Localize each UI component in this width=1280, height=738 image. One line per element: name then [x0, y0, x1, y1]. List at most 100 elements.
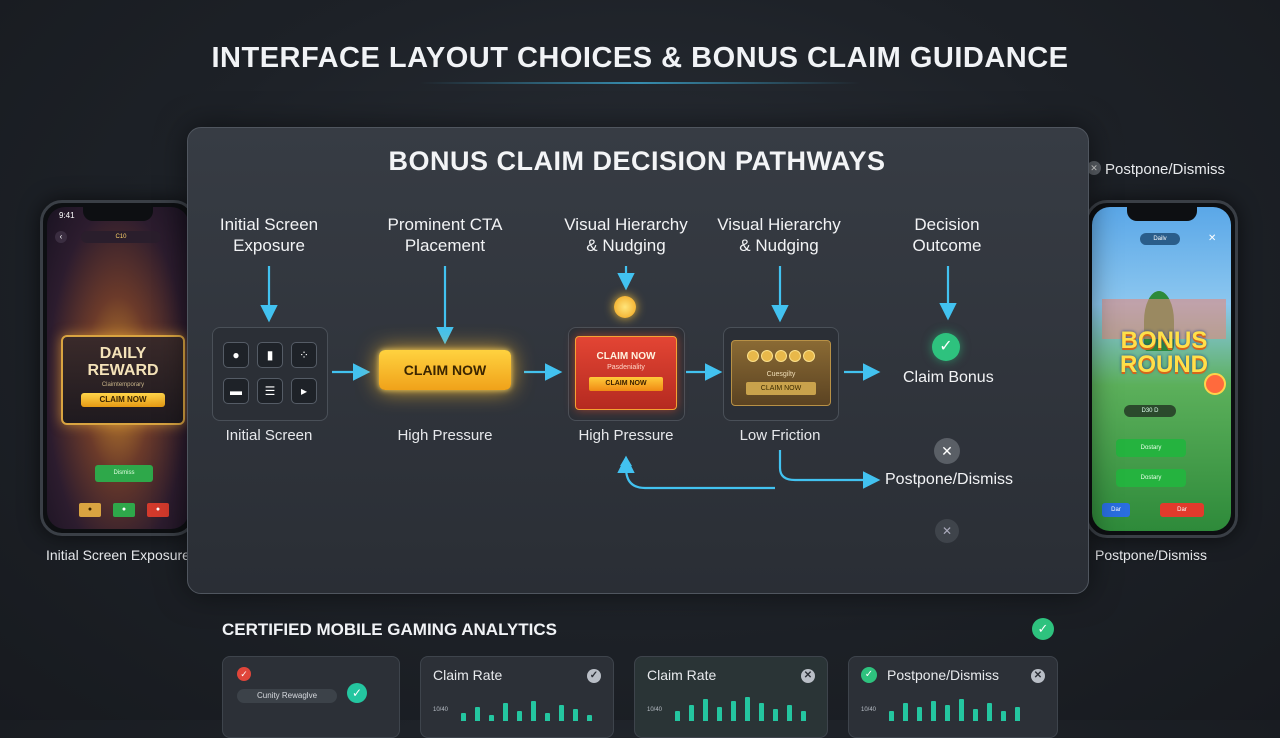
spark-bar — [987, 703, 992, 721]
caption-high-pressure-2: High Pressure — [578, 427, 674, 444]
spark-bar — [689, 705, 694, 721]
card-title: Claim Rate — [647, 667, 717, 683]
teal-check-icon: ✓ — [347, 683, 367, 703]
caption-low-friction: Low Friction — [739, 427, 821, 444]
flow-arrows — [260, 266, 957, 490]
currency-pill: C10 — [81, 231, 161, 243]
y-axis-label: 10/40 — [647, 707, 663, 713]
check-icon: ✓ — [932, 333, 960, 361]
apps-icon: ⁘ — [291, 342, 317, 368]
option-button-1[interactable]: Dostary — [1116, 439, 1186, 457]
caption-initial-screen: Initial Screen — [225, 427, 313, 444]
column-header-5: Decision Outcome — [862, 214, 1032, 256]
green-mini-icon[interactable]: ● — [113, 503, 135, 517]
spark-bar — [903, 703, 908, 721]
spark-bar — [1015, 707, 1020, 721]
faded-x-icon: ✕ — [935, 519, 959, 543]
spark-bar — [959, 699, 964, 721]
spark-bar — [745, 697, 750, 721]
user-icon: ● — [223, 342, 249, 368]
message-icon: ▬ — [223, 378, 249, 404]
spark-bar — [1001, 711, 1006, 721]
header-line: Placement — [404, 236, 486, 255]
analytics-card-1: ✓ Cunity Rewaglve ✓ — [222, 656, 400, 738]
close-icon[interactable]: ✕ — [1031, 669, 1045, 683]
spark-bar — [759, 703, 764, 721]
back-icon[interactable]: ‹ — [55, 231, 67, 243]
column-header-4: Visual Hierarchy & Nudging — [694, 214, 864, 256]
header-line: & Nudging — [739, 236, 819, 255]
spark-bar — [787, 705, 792, 721]
analytics-card-postpone: ✓ Postpone/Dismiss ✕ 10/40 — [848, 656, 1058, 738]
spark-bar — [889, 711, 894, 721]
left-phone-caption: Initial Screen Exposure — [46, 547, 190, 563]
red-check-icon: ✓ — [237, 667, 251, 681]
spark-bar — [801, 711, 806, 721]
play-icon: ▸ — [291, 378, 317, 404]
spark-bar — [973, 709, 978, 721]
close-icon[interactable]: ✕ — [1208, 233, 1217, 244]
spark-bar — [945, 705, 950, 721]
card-title: Postpone/Dismiss — [887, 667, 1000, 683]
postpone-arrow — [778, 450, 881, 489]
heart-icon — [1204, 373, 1226, 395]
spark-bar — [731, 701, 736, 721]
daily-reward-card: DAILY REWARD Claimtemporary CLAIM NOW — [61, 335, 185, 425]
reward-title-line2: REWARD — [87, 362, 159, 379]
menu-icon: ☰ — [257, 378, 283, 404]
dismiss-x-icon: ✕ — [934, 438, 960, 464]
right-top-label: Postpone/Dismiss — [1105, 161, 1226, 178]
left-phone-mockup: 9:41 ‹ C10 DAILY REWARD Claimtemporary C… — [40, 200, 196, 536]
bonus-line2: ROUND — [1120, 351, 1208, 378]
red-offer: CLAIM NOW Pasdeniality CLAIM NOW — [575, 336, 677, 410]
column-header-1: Initial Screen Exposure — [184, 214, 354, 256]
sparkline-bars — [889, 697, 1039, 721]
claim-now-cta[interactable]: CLAIM NOW — [379, 350, 511, 390]
header-line: Visual Hierarchy — [564, 215, 688, 234]
red-claim-button[interactable]: CLAIM NOW — [589, 377, 663, 391]
red-mini-icon[interactable]: ● — [147, 503, 169, 517]
y-axis-label: 10/40 — [433, 707, 449, 713]
option-button-2[interactable]: Dostary — [1116, 469, 1186, 487]
initial-screen-icon-grid: ● ▮ ⁘ ▬ ☰ ▸ — [212, 327, 328, 421]
sparkline-bars — [675, 697, 815, 721]
dismiss-button[interactable]: Dismiss — [95, 465, 153, 482]
red-offer-title: CLAIM NOW — [596, 351, 656, 362]
claim-now-button[interactable]: CLAIM NOW — [81, 393, 165, 407]
caption-high-pressure: High Pressure — [397, 427, 493, 444]
gold-offer-sub: Cuesgilty — [766, 371, 796, 378]
red-button[interactable]: Dar — [1160, 503, 1204, 517]
analytics-card-claim-rate: Claim Rate ✓ 10/40 — [420, 656, 614, 738]
low-friction-card: Cuesgilty CLAIM NOW — [723, 327, 839, 421]
header-line: Prominent CTA — [387, 215, 503, 234]
phone-notch — [1126, 207, 1197, 221]
y-axis-label: 10/40 — [861, 707, 877, 713]
gold-claim-button[interactable]: CLAIM NOW — [746, 382, 816, 395]
right-phone-mockup: Dailv ✕ BONUS ROUND D30 D Dostary Dostar… — [1085, 200, 1238, 538]
certified-check-icon: ✓ — [1032, 618, 1054, 640]
reward-pill: Cunity Rewaglve — [237, 689, 337, 703]
left-phone-screen: 9:41 ‹ C10 DAILY REWARD Claimtemporary C… — [47, 207, 189, 529]
spark-bar — [461, 713, 466, 721]
spark-bar — [931, 701, 936, 721]
reward-subtitle: Claimtemporary — [101, 382, 145, 388]
panel-title: BONUS CLAIM DECISION PATHWAYS — [388, 146, 886, 176]
card-icon: ▮ — [257, 342, 283, 368]
analytics-card-claim-rate-2: Claim Rate ✕ 10/40 — [634, 656, 828, 738]
coin-row — [732, 349, 830, 367]
column-header-3: Visual Hierarchy & Nudging — [541, 214, 711, 256]
spark-bar — [587, 715, 592, 721]
header-line: Initial Screen — [219, 215, 319, 234]
card-title: Claim Rate — [433, 667, 503, 683]
spark-bar — [675, 711, 680, 721]
header-line: Exposure — [233, 236, 305, 255]
status-time: 9:41 — [59, 211, 75, 220]
blue-button[interactable]: Dar — [1102, 503, 1130, 517]
spark-bar — [531, 701, 536, 721]
gold-mini-icon[interactable]: ● — [79, 503, 101, 517]
close-icon[interactable]: ✕ — [801, 669, 815, 683]
coin-icon — [614, 296, 636, 318]
spark-bar — [517, 711, 522, 721]
red-offer-sub: Pasdeniality — [607, 364, 645, 371]
right-phone-screen: Dailv ✕ BONUS ROUND D30 D Dostary Dostar… — [1092, 207, 1231, 531]
